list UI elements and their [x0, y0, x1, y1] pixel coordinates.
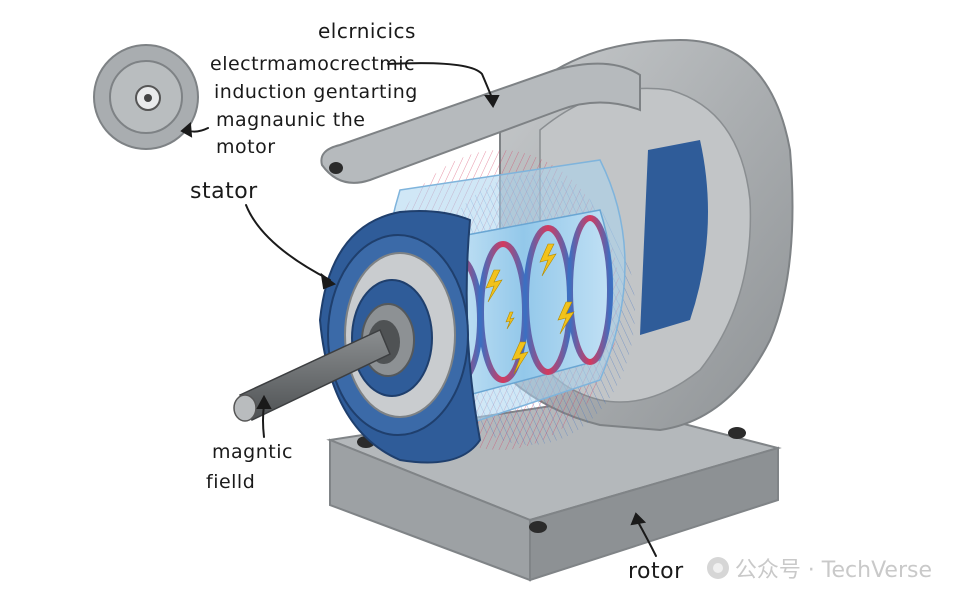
- label-description-line1: electrmamocrectmic: [210, 53, 415, 75]
- watermark: 公众号 · TechVerse: [706, 552, 932, 584]
- bolt-icon: [728, 427, 746, 439]
- label-top: elcrnicics: [318, 19, 416, 43]
- leader-lines: [180, 62, 657, 557]
- label-description-line3: magnaunic the: [216, 109, 365, 131]
- stator-front-plate: [318, 210, 482, 464]
- shaft: [233, 328, 391, 422]
- label-stator: stator: [190, 179, 258, 204]
- arrow-icon: [320, 272, 337, 290]
- lightning-icon: [557, 301, 575, 335]
- inset-disc: [93, 44, 199, 150]
- watermark-text: 公众号 · TechVerse: [734, 558, 932, 583]
- label-field-line2: fielld: [206, 471, 255, 493]
- wechat-icon: [706, 557, 729, 579]
- lightning-icon: [511, 341, 529, 375]
- arrow-icon: [256, 394, 272, 409]
- arrow-icon: [180, 121, 193, 138]
- lightning-icon: [485, 269, 503, 303]
- leader-line-top: [387, 62, 493, 99]
- leader-line-field: [262, 404, 265, 438]
- rotor-core: [433, 209, 614, 401]
- arrow-icon: [630, 512, 647, 526]
- label-rotor: rotor: [628, 559, 684, 584]
- label-description-line2: induction gentarting: [214, 81, 418, 103]
- arrow-icon: [484, 95, 500, 108]
- leader-line-stator: [245, 204, 331, 281]
- lightning-icon: [539, 243, 557, 277]
- label-field-line1: magntic: [212, 441, 293, 463]
- coil: [567, 215, 613, 365]
- label-description-line4: motor: [216, 136, 276, 158]
- housing-blue-panel: [640, 140, 708, 335]
- lightning-icon: [505, 311, 515, 330]
- bolt-icon: [529, 521, 547, 533]
- bolt-icon: [329, 162, 343, 174]
